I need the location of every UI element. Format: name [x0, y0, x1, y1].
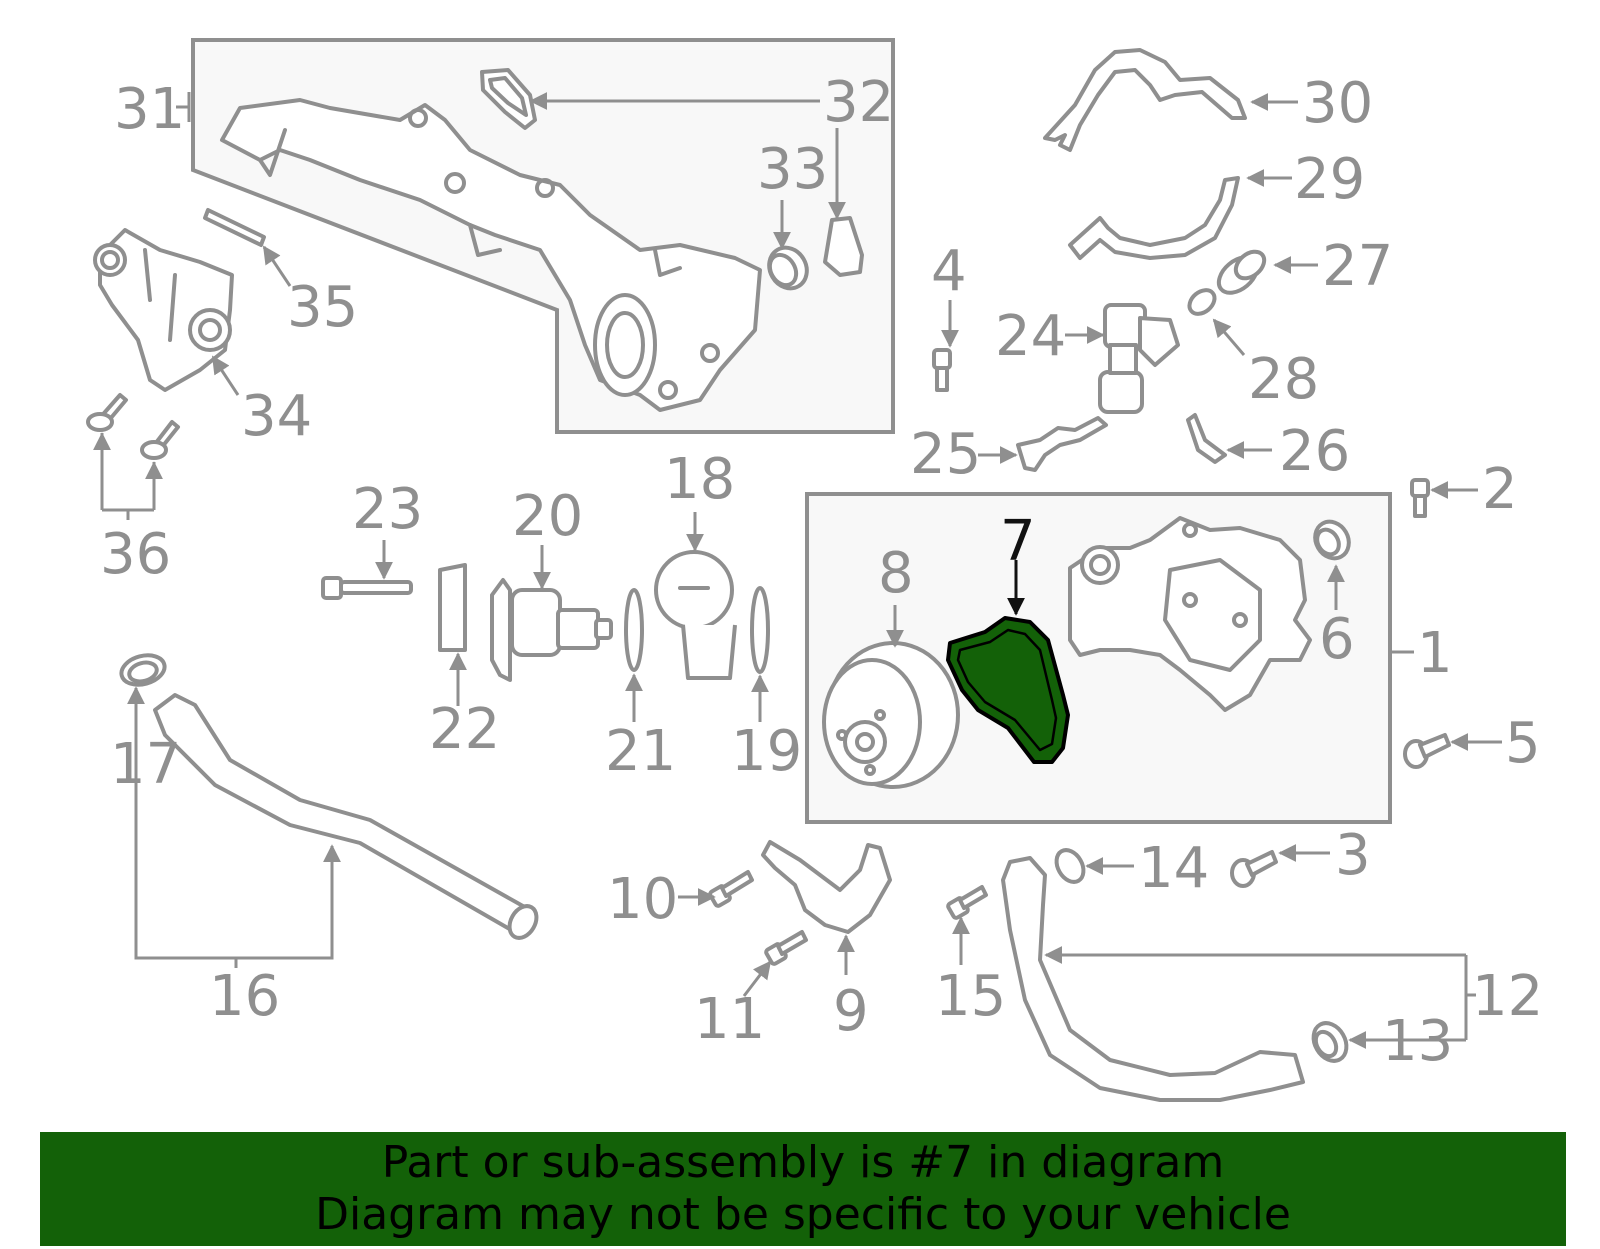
o-ring-28	[1187, 288, 1217, 316]
callout-10: 10	[607, 867, 678, 932]
callout-23: 23	[352, 477, 423, 542]
callout-13: 13	[1382, 1009, 1453, 1074]
callout-20: 20	[512, 484, 583, 549]
callout-32: 32	[823, 70, 894, 135]
gasket-22	[438, 563, 467, 652]
callout-7: 7	[1000, 509, 1036, 574]
outlet-o-ring	[767, 245, 809, 291]
callout-18: 18	[664, 447, 735, 512]
callout-12: 12	[1472, 964, 1543, 1029]
plug-27	[1216, 249, 1267, 295]
water-pump-housing	[1068, 516, 1312, 712]
callout-2: 2	[1482, 457, 1518, 522]
water-pump-gasket-7	[946, 616, 1070, 764]
clip-25	[1016, 416, 1108, 472]
callout-6: 6	[1319, 607, 1355, 672]
bolt-2	[1410, 478, 1430, 518]
bracket-30	[1043, 48, 1247, 152]
callout-33: 33	[757, 137, 828, 202]
o-ring-19	[750, 586, 770, 674]
callout-4: 4	[931, 239, 967, 304]
water-pipe-12	[1001, 856, 1305, 1102]
callout-21: 21	[605, 719, 676, 784]
callout-19: 19	[731, 719, 802, 784]
o-ring-17	[119, 653, 167, 687]
bracket-29	[1068, 176, 1240, 260]
info-banner: Part or sub-assembly is #7 in diagram Di…	[40, 1132, 1566, 1246]
callout-14: 14	[1138, 836, 1209, 901]
callout-labels: 31 32 33 35 34 36 30 29 27 24 28 4 25 26…	[100, 70, 1543, 1074]
cover-18	[654, 550, 737, 680]
callout-8: 8	[878, 541, 914, 606]
pulley-8	[822, 641, 960, 789]
bolt-5	[1403, 733, 1451, 769]
callout-5: 5	[1505, 711, 1541, 776]
callout-16: 16	[209, 964, 280, 1029]
seal-strip	[203, 208, 266, 247]
bolt-10	[708, 870, 754, 908]
coolant-outlet-housing	[220, 98, 762, 412]
callout-30: 30	[1302, 71, 1373, 136]
bolt-15	[946, 885, 988, 920]
thermostat-bolts	[86, 393, 180, 460]
o-ring-14	[1054, 848, 1086, 884]
banner-line-1: Part or sub-assembly is #7 in diagram	[381, 1137, 1225, 1188]
bolt-11	[764, 930, 808, 966]
callout-15: 15	[935, 964, 1006, 1029]
water-pump-20	[490, 578, 613, 682]
thermostat-housing	[93, 228, 234, 392]
callout-11: 11	[694, 987, 765, 1052]
callout-34: 34	[241, 384, 312, 449]
callout-25: 25	[910, 422, 981, 487]
outlet-gasket-small	[823, 216, 864, 277]
callout-24: 24	[995, 304, 1066, 369]
bolt-3	[1230, 850, 1278, 888]
bolt-4	[932, 348, 952, 392]
callout-1: 1	[1417, 621, 1453, 686]
leader-lines	[93, 92, 1502, 1049]
callout-28: 28	[1248, 347, 1319, 412]
banner-line-2: Diagram may not be specific to your vehi…	[315, 1189, 1291, 1240]
callout-17: 17	[110, 732, 181, 797]
clip-26	[1186, 413, 1227, 464]
sensor-24	[1098, 303, 1180, 414]
o-ring-6	[1313, 519, 1351, 561]
callout-26: 26	[1279, 419, 1350, 484]
bracket-9	[761, 840, 892, 934]
callout-36: 36	[100, 522, 171, 587]
callout-27: 27	[1322, 234, 1393, 299]
callout-29: 29	[1294, 147, 1365, 212]
callout-35: 35	[287, 275, 358, 340]
callout-3: 3	[1335, 823, 1371, 888]
callout-9: 9	[833, 979, 869, 1044]
o-ring-21	[624, 588, 644, 672]
bolt-23	[321, 576, 413, 600]
o-ring-13	[1311, 1021, 1349, 1063]
callout-31: 31	[114, 77, 185, 142]
callout-22: 22	[429, 697, 500, 762]
